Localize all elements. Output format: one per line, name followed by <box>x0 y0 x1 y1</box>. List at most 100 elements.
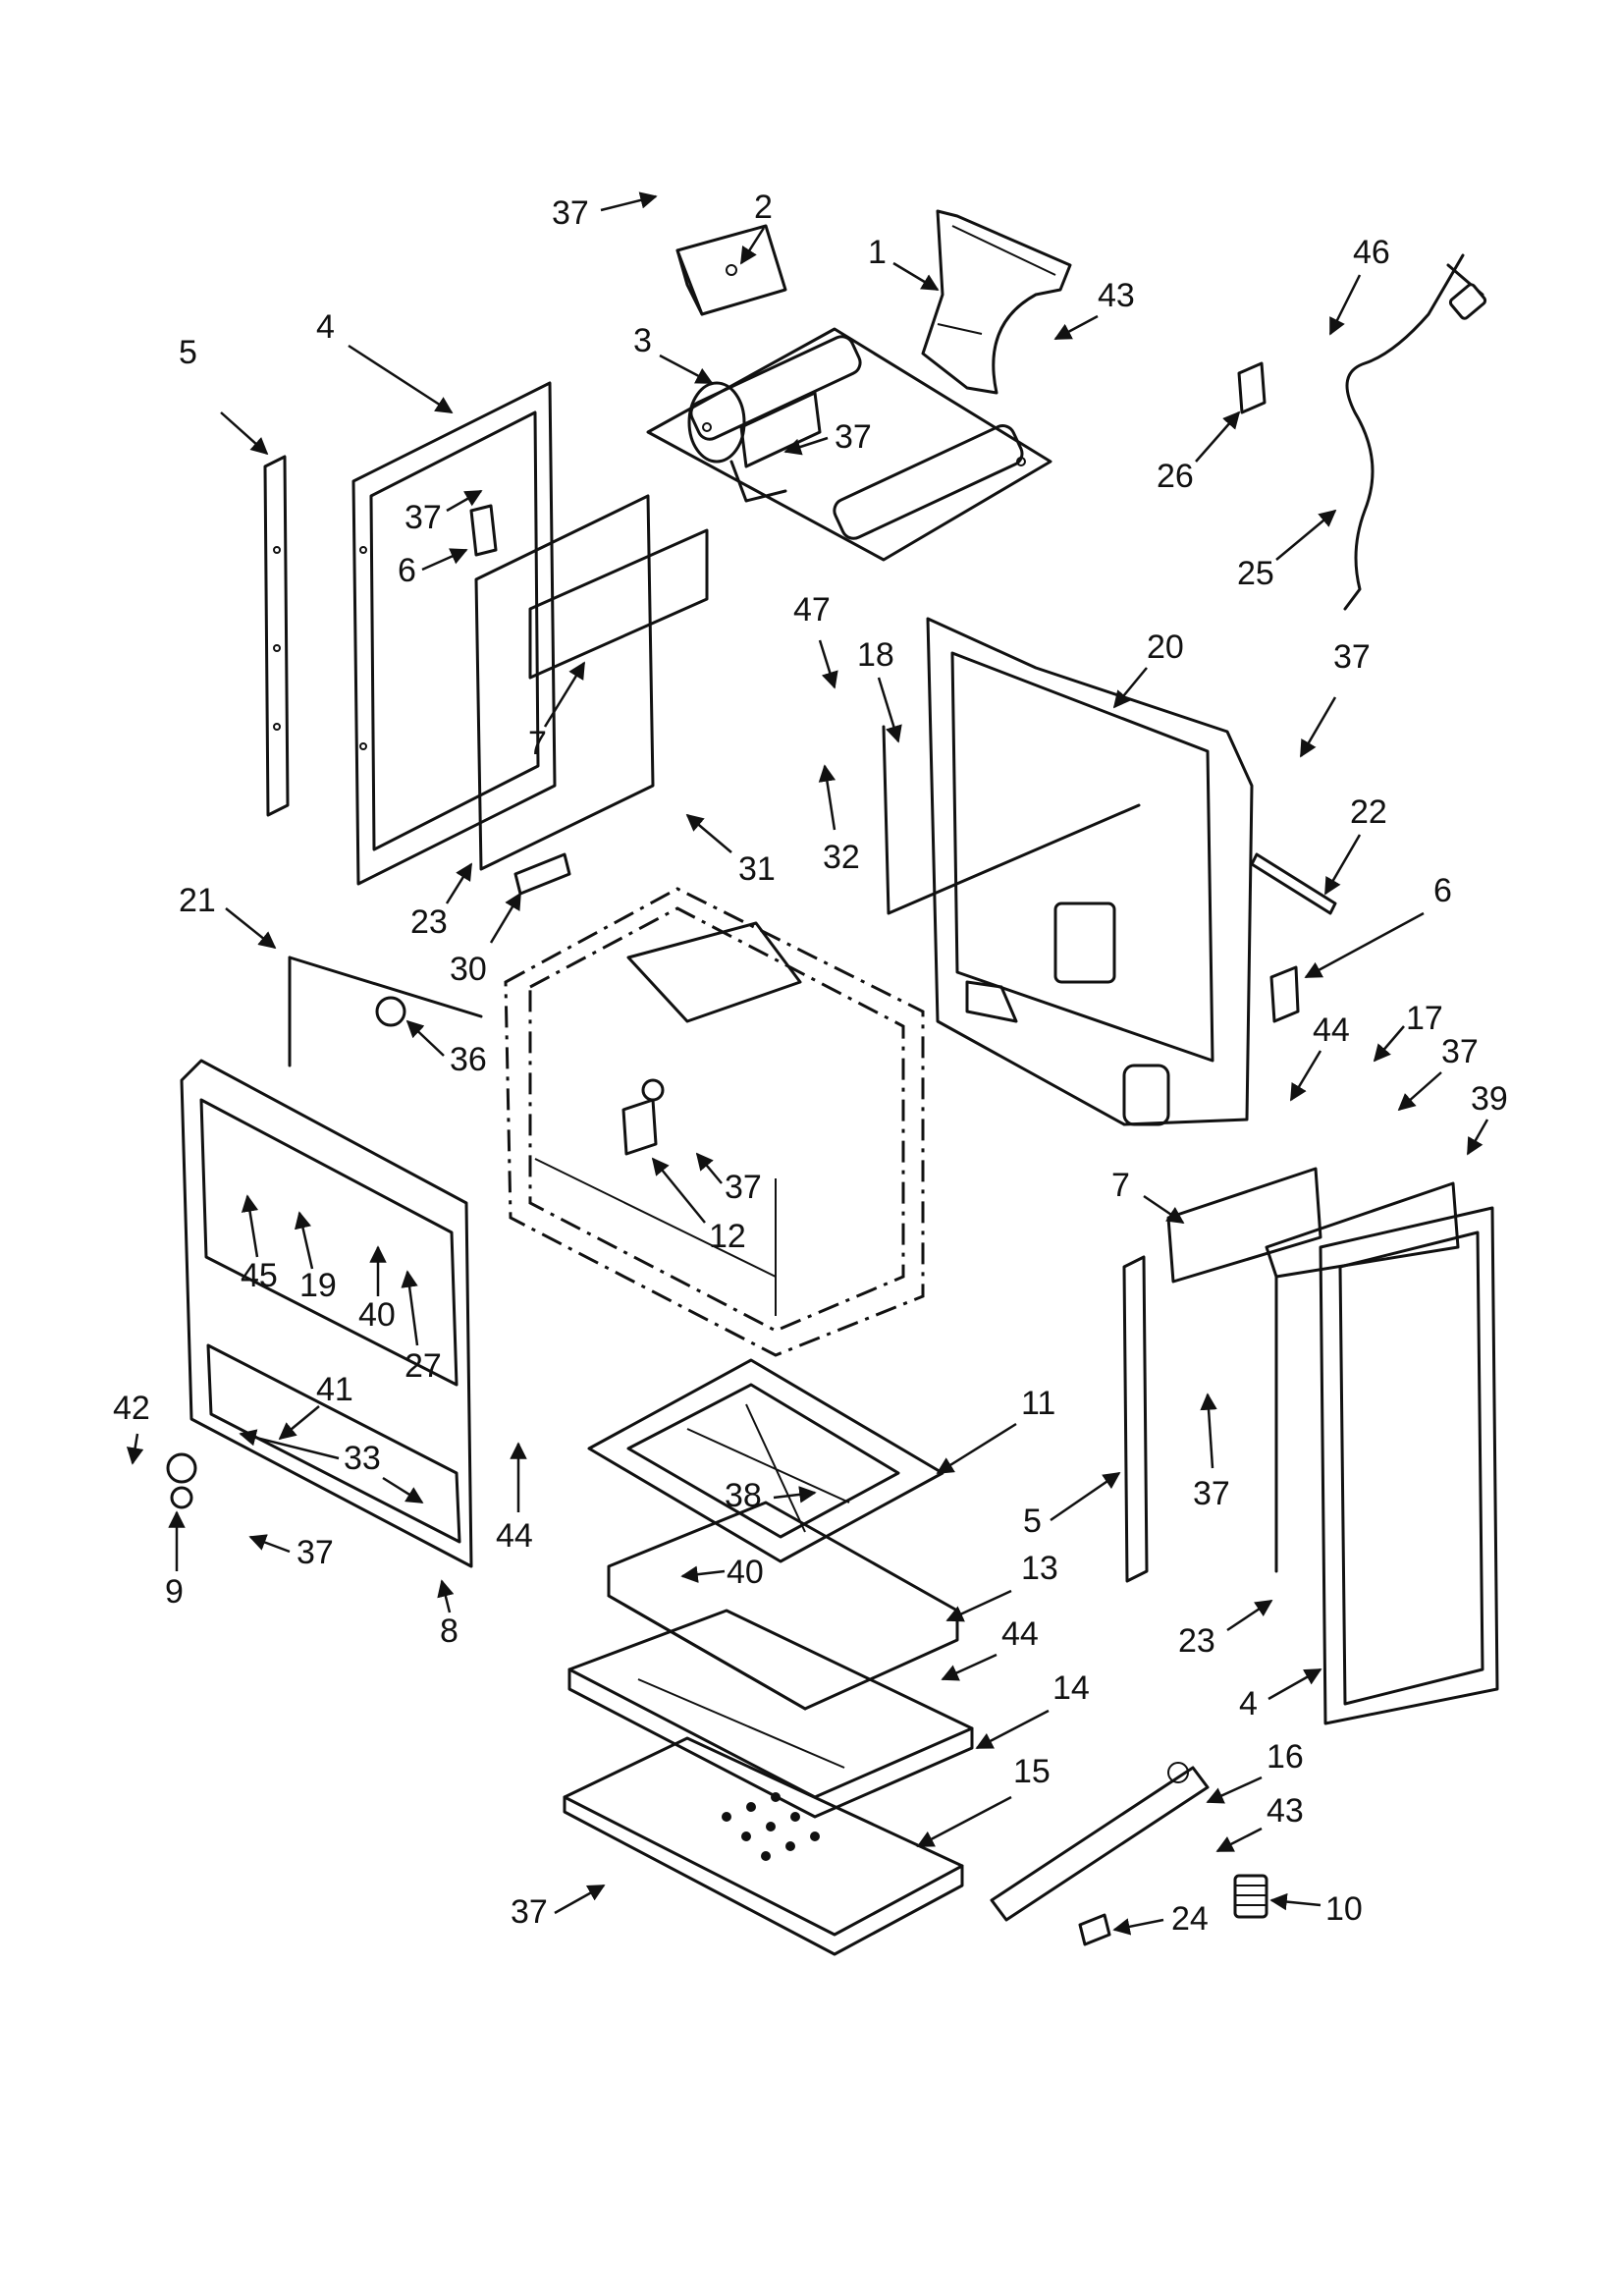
svg-text:41: 41 <box>316 1371 353 1408</box>
part-18-gasket <box>882 725 1141 915</box>
callout-37: 37 <box>511 1884 606 1931</box>
svg-text:1: 1 <box>868 234 887 271</box>
part-25-power-cord <box>1343 253 1487 611</box>
callout-30: 30 <box>450 892 522 988</box>
part-4-right-door-panel <box>1319 1206 1499 1725</box>
part-7-insulation-left <box>474 494 709 871</box>
svg-text:38: 38 <box>725 1477 762 1514</box>
callout-40: 40 <box>358 1245 396 1334</box>
svg-text:7: 7 <box>1111 1167 1130 1204</box>
callout-4: 4 <box>316 308 454 414</box>
callout-18: 18 <box>857 636 902 743</box>
svg-text:27: 27 <box>404 1347 442 1385</box>
svg-text:22: 22 <box>1350 793 1387 831</box>
callout-23: 23 <box>410 862 473 941</box>
callout-43: 43 <box>1053 277 1135 341</box>
svg-text:12: 12 <box>709 1218 746 1255</box>
svg-text:4: 4 <box>316 308 335 346</box>
part-24-clip <box>1078 1913 1111 1946</box>
part-11-broiler-pan <box>587 1358 944 1563</box>
svg-text:8: 8 <box>440 1613 458 1650</box>
svg-text:44: 44 <box>1313 1011 1350 1049</box>
svg-text:40: 40 <box>727 1554 764 1591</box>
svg-text:46: 46 <box>1353 234 1390 271</box>
part-10-leveling-leg <box>1233 1874 1268 1919</box>
part-13-burner-tray <box>607 1501 959 1711</box>
part-6-clip-right <box>1269 965 1300 1023</box>
part-22-rail <box>1250 852 1337 915</box>
svg-text:19: 19 <box>299 1267 337 1304</box>
svg-text:37: 37 <box>1193 1475 1230 1512</box>
callout-22: 22 <box>1323 793 1387 896</box>
callout-17: 17 <box>1373 1000 1443 1063</box>
callout-23: 23 <box>1178 1599 1273 1660</box>
callout-39: 39 <box>1466 1080 1508 1156</box>
callout-43: 43 <box>1215 1792 1304 1853</box>
callout-11: 11 <box>936 1385 1055 1475</box>
svg-text:6: 6 <box>1433 872 1452 909</box>
part-16-manifold-bracket <box>990 1762 1210 1922</box>
part-14-drawer-tray <box>567 1609 974 1819</box>
callout-33: 33 <box>239 1429 424 1504</box>
part-9-hinge <box>166 1452 197 1509</box>
svg-text:31: 31 <box>738 850 776 888</box>
svg-text:37: 37 <box>404 499 442 536</box>
svg-text:4: 4 <box>1239 1685 1258 1722</box>
part-2-vent-bracket <box>675 224 787 316</box>
callout-37: 37 <box>695 1152 762 1206</box>
part-7-insulation-right <box>1166 1167 1322 1284</box>
svg-text:43: 43 <box>1267 1792 1304 1830</box>
svg-text:20: 20 <box>1147 629 1184 666</box>
callout-4: 4 <box>1239 1667 1322 1722</box>
svg-text:24: 24 <box>1171 1900 1209 1938</box>
part-26-bracket <box>1237 361 1267 414</box>
callout-7: 7 <box>528 661 586 762</box>
svg-text:37: 37 <box>835 418 872 456</box>
callout-37: 37 <box>404 489 483 536</box>
part-8-door-frame <box>180 1059 473 1568</box>
callout-10: 10 <box>1269 1890 1363 1928</box>
callout-40: 40 <box>680 1554 764 1591</box>
svg-text:15: 15 <box>1013 1753 1051 1790</box>
svg-text:40: 40 <box>358 1296 396 1334</box>
callout-37: 37 <box>248 1534 334 1571</box>
callout-16: 16 <box>1206 1738 1304 1804</box>
callout-12: 12 <box>651 1157 746 1255</box>
callout-38: 38 <box>725 1477 817 1514</box>
callout-27: 27 <box>401 1270 442 1385</box>
part-32-regulator <box>687 381 822 503</box>
callout-36: 36 <box>405 1019 487 1078</box>
part-15-bottom-panel <box>563 1736 964 1956</box>
svg-text:3: 3 <box>633 322 652 359</box>
callout-31: 31 <box>685 813 776 888</box>
callout-2: 2 <box>739 189 773 265</box>
svg-text:16: 16 <box>1267 1738 1304 1776</box>
callout-37: 37 <box>783 418 872 456</box>
svg-text:2: 2 <box>754 189 773 226</box>
svg-text:23: 23 <box>410 903 448 941</box>
part-20-back-panel <box>926 617 1254 1126</box>
callout-26: 26 <box>1157 410 1241 495</box>
callout-1: 1 <box>868 234 940 292</box>
callout-44: 44 <box>1289 1011 1350 1102</box>
callout-47: 47 <box>793 591 838 689</box>
svg-text:7: 7 <box>528 725 547 762</box>
callout-37: 37 <box>1397 1033 1479 1112</box>
svg-text:32: 32 <box>823 839 860 876</box>
svg-text:18: 18 <box>857 636 894 674</box>
callout-6: 6 <box>398 548 468 589</box>
svg-text:33: 33 <box>344 1440 381 1477</box>
callout-5: 5 <box>1023 1471 1121 1540</box>
svg-text:11: 11 <box>1021 1385 1055 1422</box>
callout-13: 13 <box>945 1550 1058 1622</box>
callout-41: 41 <box>278 1371 353 1441</box>
callout-37: 37 <box>1193 1393 1230 1512</box>
callout-15: 15 <box>916 1753 1051 1848</box>
callout-20: 20 <box>1112 629 1184 709</box>
callout-37: 37 <box>552 191 658 232</box>
svg-text:25: 25 <box>1237 555 1274 592</box>
svg-text:6: 6 <box>398 552 416 589</box>
part-21-wire <box>288 956 483 1067</box>
svg-text:14: 14 <box>1052 1669 1090 1707</box>
svg-text:37: 37 <box>1333 638 1371 676</box>
